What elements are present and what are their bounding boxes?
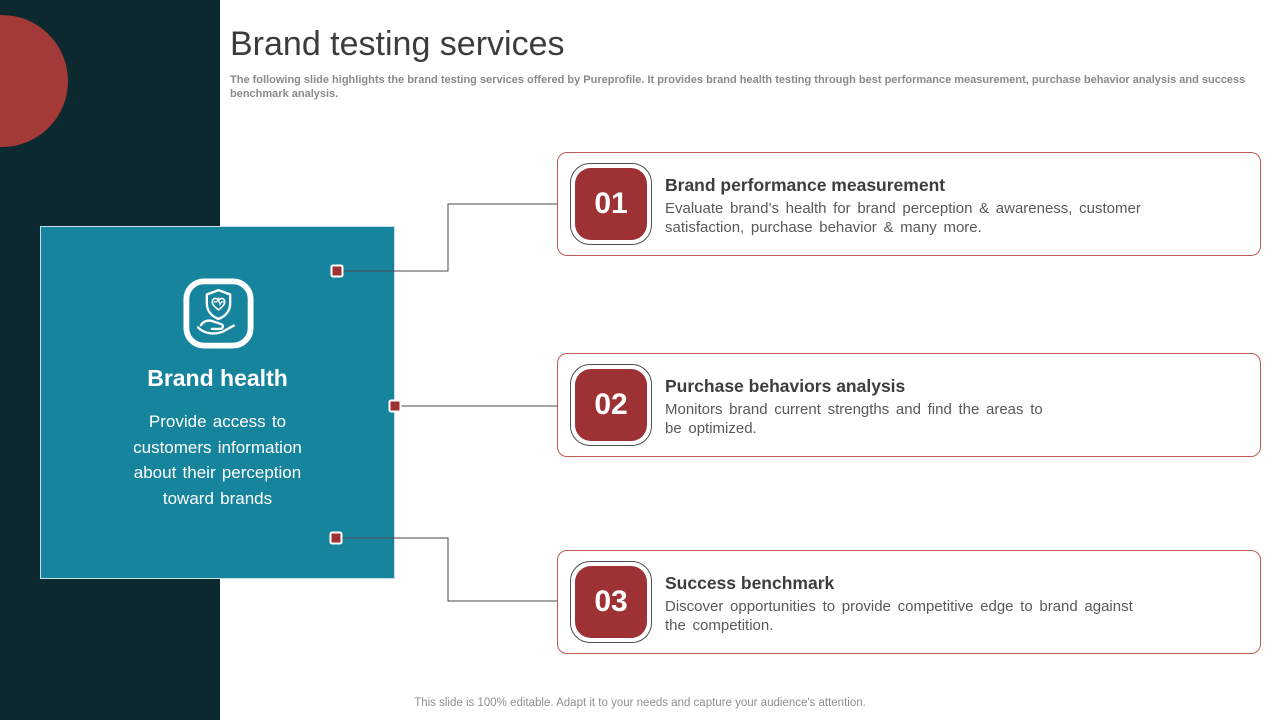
service-card-purchase-behaviors: 02 Purchase behaviors analysis Monitors … — [557, 353, 1261, 457]
hand-holding-shield-heart-icon — [183, 278, 254, 349]
service-card-brand-performance: 01 Brand performance measurement Evaluat… — [557, 152, 1261, 256]
slide-subtitle: The following slide highlights the brand… — [230, 74, 1246, 100]
page-title: Brand testing services — [230, 25, 565, 63]
number-tile-value: 03 — [575, 566, 647, 638]
card-description: Evaluate brand’s health for brand percep… — [665, 200, 1141, 236]
number-tile: 01 — [570, 163, 652, 245]
number-tile-value: 02 — [575, 369, 647, 441]
number-tile: 03 — [570, 561, 652, 643]
card-title: Brand performance measurement — [665, 175, 946, 195]
card-title: Purchase behaviors analysis — [665, 376, 906, 396]
brand-health-title: Brand health — [147, 365, 288, 391]
brand-health-panel: Brand health Provide access to customers… — [40, 226, 395, 579]
card-description: Monitors brand current strengths and fin… — [665, 401, 1043, 437]
card-description: Discover opportunities to provide compet… — [665, 598, 1133, 634]
service-card-success-benchmark: 03 Success benchmark Discover opportunit… — [557, 550, 1261, 654]
brand-health-description: Provide access to customers information … — [133, 412, 302, 508]
card-title: Success benchmark — [665, 573, 835, 593]
number-tile-value: 01 — [575, 168, 647, 240]
number-tile: 02 — [570, 364, 652, 446]
slide-footer-note: This slide is 100% editable. Adapt it to… — [414, 697, 866, 709]
